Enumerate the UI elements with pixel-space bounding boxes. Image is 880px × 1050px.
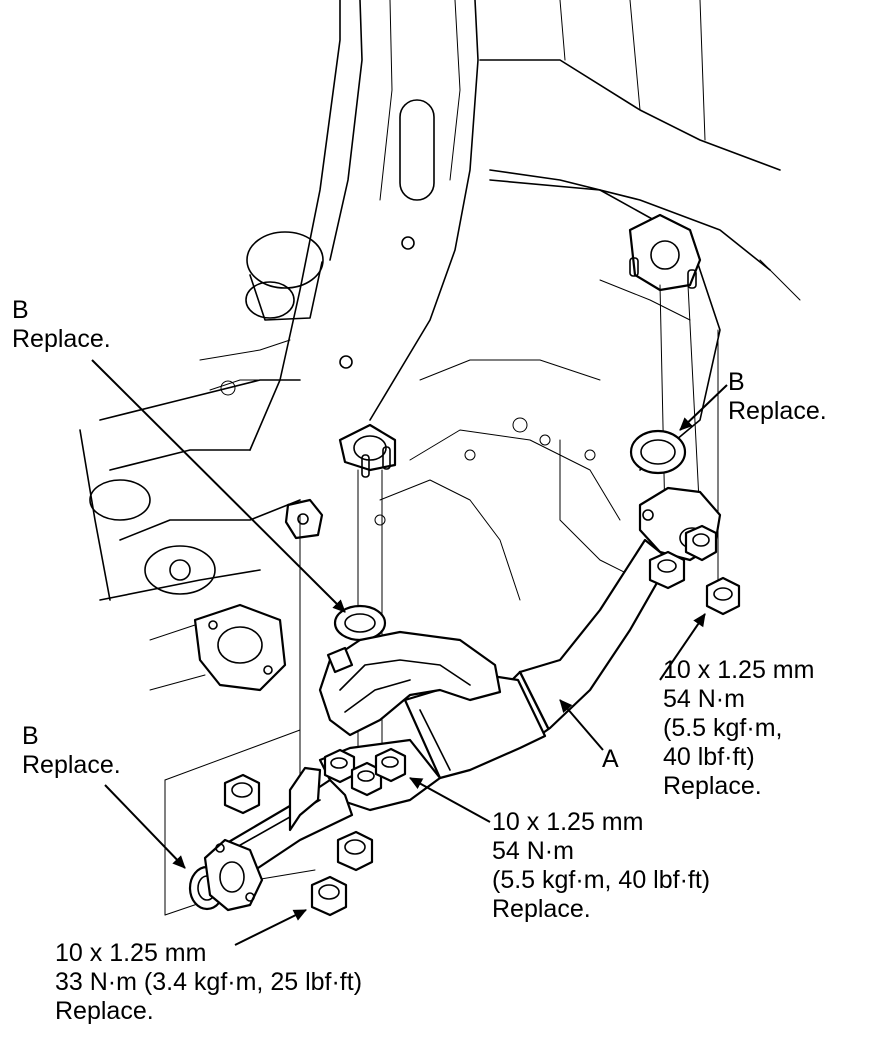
nut-left-upper [223, 773, 261, 815]
bolt-size: 10 x 1.25 mm [663, 656, 815, 684]
label-b-right: B Replace. [728, 368, 827, 426]
nut-center-3 [374, 747, 407, 783]
label-note: Replace. [12, 325, 111, 353]
label-letter: B [22, 722, 39, 750]
gasket-center [333, 604, 387, 642]
bolt-note: Replace. [55, 997, 154, 1025]
underbody-background [79, 0, 801, 916]
nut-right-lower [705, 576, 741, 616]
bolt-torque-alt-1: (5.5 kgf·m, [663, 714, 783, 742]
label-bolt-bottom: 10 x 1.25 mm 33 N·m (3.4 kgf·m, 25 lbf·f… [55, 939, 362, 1026]
bolt-torque-alt-2: 40 lbf·ft) [663, 743, 755, 771]
nut-right-flange [684, 524, 718, 562]
label-note: Replace. [728, 397, 827, 425]
label-b-top-left: B Replace. [12, 296, 111, 354]
bolt-note: Replace. [663, 772, 762, 800]
label-a: A [602, 745, 619, 774]
bolt-torque: 33 N·m (3.4 kgf·m, 25 lbf·ft) [55, 968, 363, 996]
nut-left-lower [310, 875, 348, 917]
label-bolt-center: 10 x 1.25 mm 54 N·m (5.5 kgf·m, 40 lbf·f… [492, 808, 710, 924]
bolt-torque-alt: (5.5 kgf·m, 40 lbf·ft) [492, 866, 711, 894]
label-b-bottom-left: B Replace. [22, 722, 121, 780]
label-letter: B [12, 296, 29, 324]
nuts [223, 524, 741, 917]
label-bolt-right: 10 x 1.25 mm 54 N·m (5.5 kgf·m, 40 lbf·f… [663, 656, 814, 801]
gasket-right [629, 429, 687, 475]
label-letter: A [602, 745, 619, 773]
bolt-size: 10 x 1.25 mm [55, 939, 207, 967]
bolt-torque: 54 N·m [663, 685, 745, 713]
nut-right-upper [648, 550, 686, 590]
bolt-note: Replace. [492, 895, 591, 923]
exhaust-pipe-a [203, 486, 722, 912]
nut-center-1 [323, 748, 356, 784]
leader-lines [91, 359, 728, 946]
nut-center-2 [350, 761, 383, 797]
bolt-torque: 54 N·m [492, 837, 574, 865]
bolt-size: 10 x 1.25 mm [492, 808, 644, 836]
nut-left-middle [336, 830, 374, 872]
label-letter: B [728, 368, 745, 396]
label-note: Replace. [22, 751, 121, 779]
